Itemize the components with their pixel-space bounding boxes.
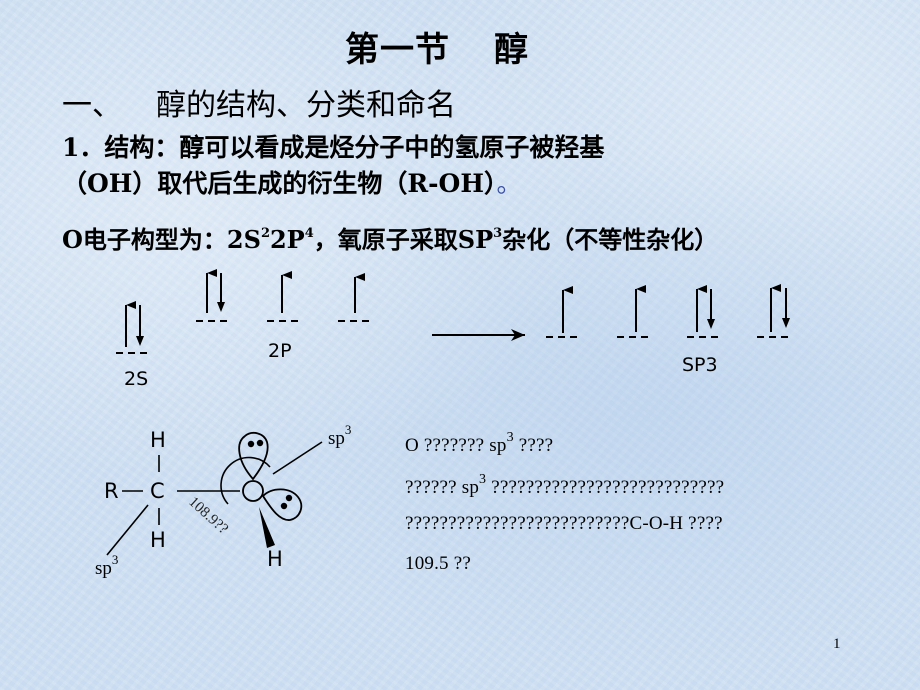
- note-line-4: 109.5 ??: [405, 553, 471, 574]
- config-mid: ，氧原子采取SP: [313, 225, 494, 254]
- config-prefix: O电子构型为：2S: [62, 225, 261, 254]
- label-2s: 2S: [124, 368, 149, 390]
- config-2p: 2P: [269, 225, 305, 254]
- superscript: 2: [260, 226, 270, 241]
- slide-title: 第一节 醇: [345, 22, 529, 71]
- atom-h-bottom: H: [150, 528, 166, 552]
- superscript: 3: [479, 472, 487, 487]
- paragraph-line-2-text: （OH）取代后生成的衍生物（R-OH）: [62, 169, 497, 198]
- note-text: ?????? sp: [405, 477, 480, 498]
- orbital-2s: [116, 301, 150, 354]
- section-heading: 一、醇的结构、分类和命名: [62, 80, 456, 124]
- note-line-1: O ??????? sp3 ????: [405, 430, 553, 457]
- note-text: ???????????????????????????: [486, 477, 725, 498]
- label-sp3: SP3: [682, 354, 718, 376]
- label-sp3-oxygen: sp3: [328, 422, 351, 450]
- superscript: 3: [493, 226, 503, 241]
- paragraph-line-1: 1．结构：醇可以看成是烃分子中的氢原子被羟基: [62, 133, 605, 162]
- superscript: 4: [304, 226, 314, 241]
- label-2p: 2P: [268, 340, 292, 362]
- orbital-sp3: [546, 284, 793, 338]
- paragraph-line-2: （OH）取代后生成的衍生物（R-OH）。: [62, 166, 604, 202]
- note-line-2: ?????? sp3 ???????????????????????????: [405, 472, 724, 499]
- page-number: 1: [833, 636, 841, 652]
- superscript: 3: [111, 552, 119, 567]
- superscript: 3: [506, 430, 514, 445]
- atom-h-top: H: [150, 428, 166, 452]
- label-sp3-carbon: sp3: [95, 552, 118, 580]
- sp-text: sp: [328, 428, 345, 449]
- orbital-2p: [196, 269, 374, 322]
- end-mark: 。: [496, 169, 522, 198]
- config-suffix: 杂化（不等性杂化）: [502, 225, 719, 254]
- section-title: 醇的结构、分类和命名: [156, 88, 456, 123]
- sp-text: sp: [95, 558, 112, 579]
- title-word: 醇: [494, 30, 529, 70]
- structure-paragraph: 1．结构：醇可以看成是烃分子中的氢原子被羟基 （OH）取代后生成的衍生物（R-O…: [62, 130, 604, 202]
- atom-c: C: [150, 479, 165, 503]
- molecule-diagram: [106, 431, 323, 556]
- superscript: 3: [344, 422, 352, 437]
- note-line-3: ??????????????????????????C-O-H ????: [405, 513, 723, 534]
- section-number: 一、: [62, 88, 122, 123]
- note-text: O ??????? sp: [405, 435, 507, 456]
- electron-configuration-text: O电子构型为：2S22P4，氧原子采取SP3杂化（不等性杂化）: [62, 220, 718, 255]
- atom-h-oxygen: H: [267, 547, 283, 571]
- note-text: ????: [513, 435, 554, 456]
- title-text: 第一节: [345, 30, 450, 70]
- atom-r: R: [104, 479, 119, 503]
